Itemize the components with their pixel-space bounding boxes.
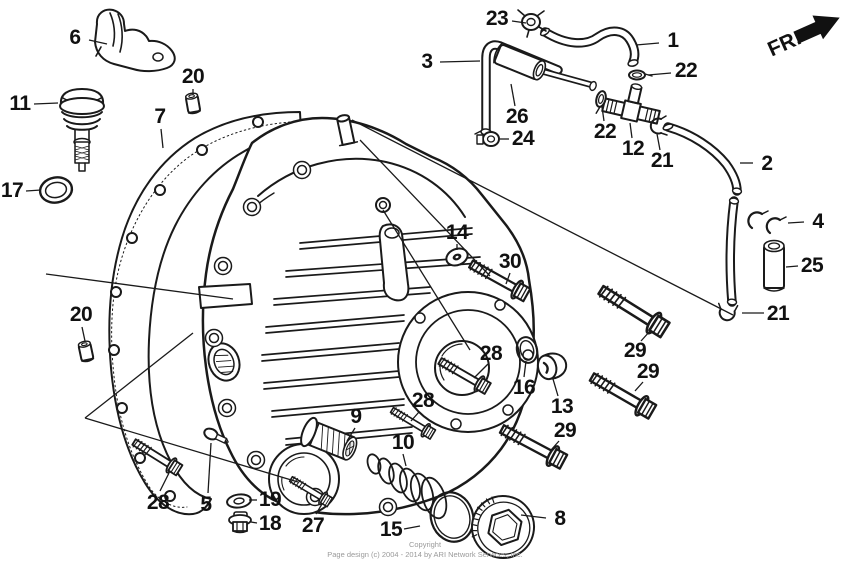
leader-line-12 <box>629 122 633 139</box>
cover-ribs <box>261 227 481 446</box>
part-15-oring <box>429 491 475 543</box>
fr-indicator: FR. <box>764 15 840 61</box>
part-29b-bolt <box>585 366 659 423</box>
leader-line-26 <box>510 83 516 107</box>
leader-line-30 <box>505 272 511 285</box>
leader-line-3 <box>439 60 481 63</box>
leader-line-28-c <box>159 472 170 492</box>
part-5-screw <box>203 427 229 444</box>
fr-arrow-icon <box>793 15 840 44</box>
part-22b-ring <box>595 90 607 114</box>
leader-line-10 <box>402 453 407 467</box>
side-tab <box>198 283 253 309</box>
annotation-layer <box>25 20 805 530</box>
part-29a-bolt <box>593 278 673 342</box>
part-26-tube <box>493 43 547 81</box>
leader-line-28-a <box>473 363 489 379</box>
cover-round-flange <box>397 291 539 433</box>
part-22a-ring <box>628 69 653 81</box>
part-19-washer <box>226 493 252 509</box>
leader-line-28-b <box>410 411 420 422</box>
part-18-bolt <box>228 511 252 534</box>
breather-pipe <box>537 67 597 92</box>
assembly-line-5 <box>359 139 491 277</box>
part-12-joint <box>601 83 661 125</box>
assembly-line-3 <box>84 332 194 419</box>
leader-line-18 <box>250 521 258 524</box>
leader-line-27 <box>315 503 323 515</box>
leader-line-29-a <box>640 330 651 342</box>
leader-line-29-c <box>550 440 560 451</box>
leader-line-21-a <box>656 133 661 151</box>
part-9-strainer <box>300 416 358 461</box>
part-25-tube <box>763 239 785 292</box>
leader-line-25 <box>785 265 799 268</box>
clutch-arm <box>378 223 410 302</box>
part-13-plug <box>536 352 568 381</box>
part-20a-pin <box>184 92 201 115</box>
leader-line-8 <box>520 514 547 519</box>
assembly-line-6 <box>382 209 471 351</box>
leader-line-29-b <box>634 381 644 392</box>
leader-line-16 <box>523 360 527 378</box>
leader-line-13 <box>552 378 559 397</box>
leader-line-9 <box>346 427 356 442</box>
part-10-spring <box>366 453 448 520</box>
leader-line-1 <box>635 42 660 46</box>
part-24-clamp <box>474 130 500 147</box>
leader-line-22-b <box>601 106 605 122</box>
assembly-line-2 <box>45 273 234 300</box>
part-7-gasket <box>108 111 302 516</box>
leader-line-4 <box>787 221 805 224</box>
part-8-cap <box>470 495 535 559</box>
clutch-cover <box>198 114 539 517</box>
leader-line-22-a <box>647 72 672 76</box>
part-2-hose <box>662 122 743 307</box>
leader-line-11 <box>33 102 59 105</box>
part-21a-clip <box>649 115 668 136</box>
leader-line-15 <box>403 525 421 530</box>
assembly-line-1 <box>351 119 734 316</box>
part-6-bracket <box>94 8 176 73</box>
assembly-line-4 <box>84 417 299 483</box>
leader-line-7 <box>160 128 164 149</box>
leader-line-20-b <box>81 326 86 342</box>
breather-stud <box>336 114 359 147</box>
part-1-hose <box>539 26 640 67</box>
part-20b-pin <box>77 340 95 363</box>
part-11-filler-cap <box>59 88 105 172</box>
part-4-clamp <box>747 210 787 235</box>
leader-line-17 <box>25 189 42 192</box>
leader-line-23 <box>511 20 527 24</box>
part-16-oring <box>515 336 539 364</box>
part-29c-bolt <box>495 418 570 473</box>
leader-line-6 <box>88 39 108 45</box>
leader-line-5 <box>207 442 212 494</box>
part-17-oring <box>38 176 74 204</box>
